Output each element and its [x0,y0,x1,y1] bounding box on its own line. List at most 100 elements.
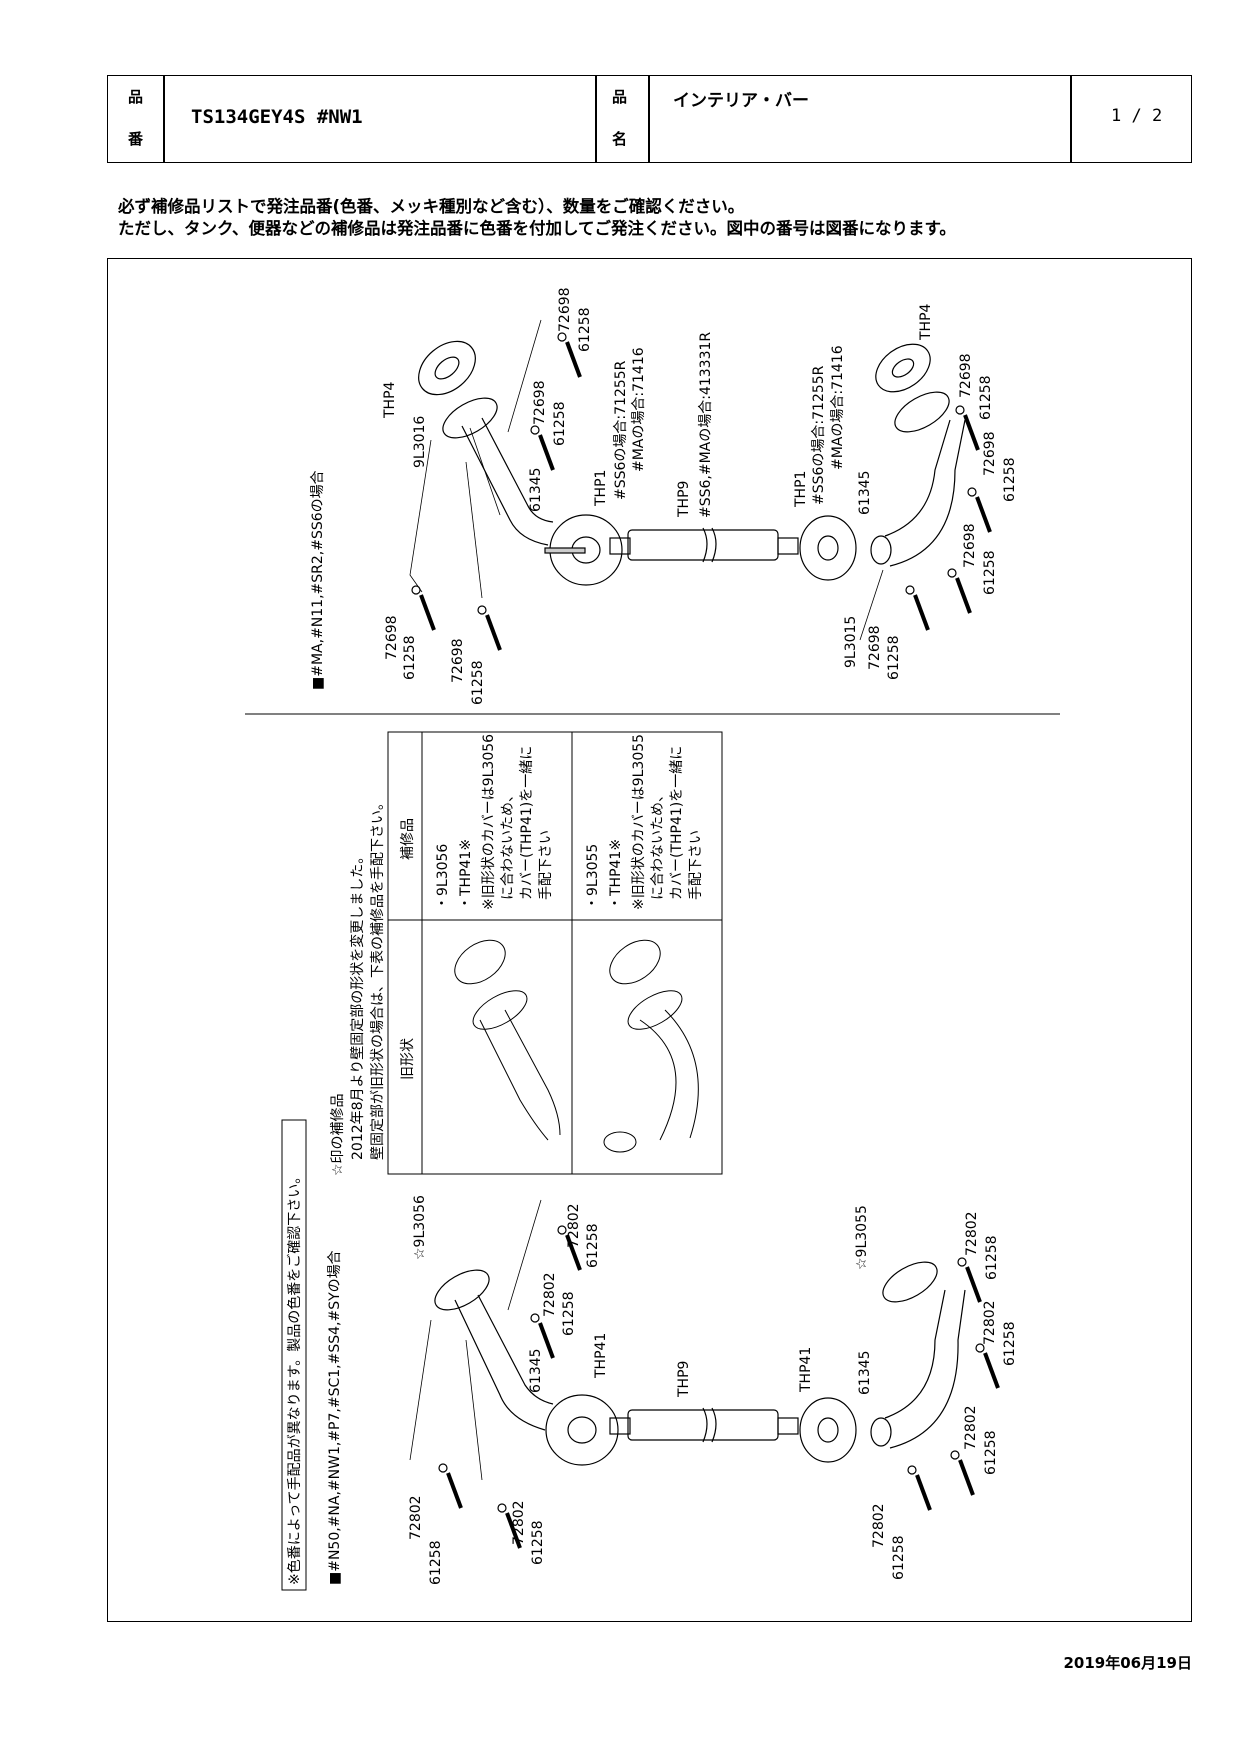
lower-diagram [409,1199,966,1481]
label-72802-g: 72802 [963,1405,979,1450]
label-72802-a: 72802 [566,1203,582,1248]
part-number: TS134GEY4S #NW1 [191,106,363,128]
label-61258-g: 61258 [982,550,998,595]
label-thp41-right: THP41 [798,1347,814,1393]
name-label-2: 名 [612,130,628,148]
star-note-title: ☆印の補修品 [330,1093,346,1176]
diagram-frame [107,258,1192,1622]
star-note-1: 2012年8月より壁固定部の形状を変更しました。 [349,850,366,1160]
label-61258-d: 61258 [470,660,486,705]
upper-diagram [409,319,966,641]
wall-cover-right [875,343,931,393]
name-label-1: 品 [612,88,628,106]
label-thp9-lower: THP9 [676,1361,692,1398]
wall-cover-left [418,340,476,396]
part-no-label-2: 番 [128,130,144,148]
title-block: 品 番 TS134GEY4S #NW1 品 名 インテリア・バー 1 / 2 [107,75,1192,163]
label-thp1-right-ss6: #SS6の場合:71255R [811,365,827,505]
label-72698-h: 72698 [867,625,883,670]
label-thp1-right-ma: #MAの場合:71416 [830,345,846,470]
label-72698-e: 72698 [958,353,974,398]
row2-line-3: ※旧形状のカバーは9L3055 [631,734,647,910]
label-61258-h: 61258 [886,635,902,680]
label-thp1-left-ss6: #SS6の場合:71255R [613,360,629,500]
wall-flange-left-lower [434,1269,490,1311]
color-note: ※色番によって手配品が異なります。製品の色番をご確認下さい。 [286,1170,303,1585]
table-header-repair: 補修品 [400,818,416,860]
label-thp4-right: THP4 [918,303,934,341]
order-notes: 必ず補修品リストで発注品番(色番、メッキ種別など含む）、数量をご確認ください。 … [118,196,956,240]
label-61258-lower-c: 61258 [428,1540,444,1585]
order-note-line-1: 必ず補修品リストで発注品番(色番、メッキ種別など含む）、数量をご確認ください。 [118,197,745,216]
label-61258-b: 61258 [552,401,568,446]
label-72802-b: 72802 [542,1272,558,1317]
label-61258-a: 61258 [577,307,593,352]
label-72802-h: 72802 [871,1503,887,1548]
label-thp9: THP9 [676,481,692,518]
label-61345-lower-right: 61345 [857,1350,873,1395]
thp41-left [545,1394,619,1466]
part-no-label-1: 品 [128,88,144,106]
label-thp1-left-ma: #MAの場合:71416 [631,347,647,472]
label-9l3055: ☆9L3055 [854,1205,870,1270]
label-thp1-right: THP1 [793,471,809,508]
label-72802-d: 72802 [511,1500,527,1545]
row1-line-3: ※旧形状のカバーは9L3056 [481,734,497,910]
label-72698-f: 72698 [982,431,998,476]
row2-line-5: カバー(THP41)を一緒に [669,746,685,900]
wall-flange-right [894,391,950,433]
row1-line-6: 手配下さい [538,830,554,900]
table-header-old: 旧形状 [400,1038,416,1080]
lower-caption: ■#N50,#NA,#NW1,#P7,#SC1,#SS4,#SYの場合 [327,1250,343,1585]
label-72802-f: 72802 [982,1300,998,1345]
order-note-line-2: ただし、タンク、便器などの補修品は発注品番に色番を付加してご発注ください。図中の… [118,219,956,238]
thp41-right [799,1397,857,1463]
row2-line-6: 手配下さい [688,830,704,900]
label-61345-left: 61345 [528,467,544,512]
label-61258-lower-a: 61258 [585,1223,601,1268]
label-61258-lower-f: 61258 [1002,1321,1018,1366]
label-72698-a: 72698 [557,287,573,332]
row1-line-1: ・9L3056 [435,844,451,910]
row2-line-4: に合わないため、 [650,788,666,900]
label-9l3015: 9L3015 [843,616,859,668]
label-72698-g: 72698 [962,523,978,568]
label-61258-e: 61258 [978,375,994,420]
label-9l3016: 9L3016 [412,416,428,468]
issue-date: 2019年06月19日 [1063,1654,1193,1672]
label-9l3056: ☆9L3056 [412,1195,428,1260]
wall-flange-right-lower [882,1261,938,1303]
label-61258-lower-g: 61258 [983,1430,999,1475]
label-61258-lower-d: 61258 [530,1520,546,1565]
label-72698-c: 72698 [384,615,400,660]
row1-line-5: カバー(THP41)を一緒に [519,746,535,900]
label-61345-lower-left: 61345 [528,1348,544,1393]
label-61258-c: 61258 [402,635,418,680]
label-61258-lower-h: 61258 [891,1535,907,1580]
product-name: インテリア・バー [673,91,809,111]
label-thp41-left: THP41 [593,1333,609,1379]
upper-caption: ■#MA,#N11,#SR2,#SS6の場合 [310,470,326,690]
label-61345-right: 61345 [857,470,873,515]
label-72802-e: 72802 [964,1211,980,1256]
page-number: 1 / 2 [1111,106,1163,126]
row1-line-4: に合わないため、 [500,788,516,900]
label-61258-lower-e: 61258 [984,1235,1000,1280]
label-61258-lower-b: 61258 [561,1291,577,1336]
label-72698-d: 72698 [450,638,466,683]
lower-screws [437,1224,1000,1550]
label-72802-c: 72802 [408,1495,424,1540]
thp9-bar [627,529,779,561]
label-72698-b: 72698 [532,380,548,425]
label-61258-f: 61258 [1002,457,1018,502]
row2-line-2: ・THP41※ [608,839,624,910]
old-shape-table [387,731,723,1175]
row2-line-1: ・9L3055 [585,844,601,910]
thp1-right [799,515,857,581]
wall-flange-left [442,397,498,439]
row1-line-2: ・THP41※ [458,839,474,910]
label-thp9-note: #SS6,#MAの場合:413331R [698,332,714,518]
thp9-bar-lower [627,1409,779,1441]
label-thp1-left: THP1 [593,470,609,507]
